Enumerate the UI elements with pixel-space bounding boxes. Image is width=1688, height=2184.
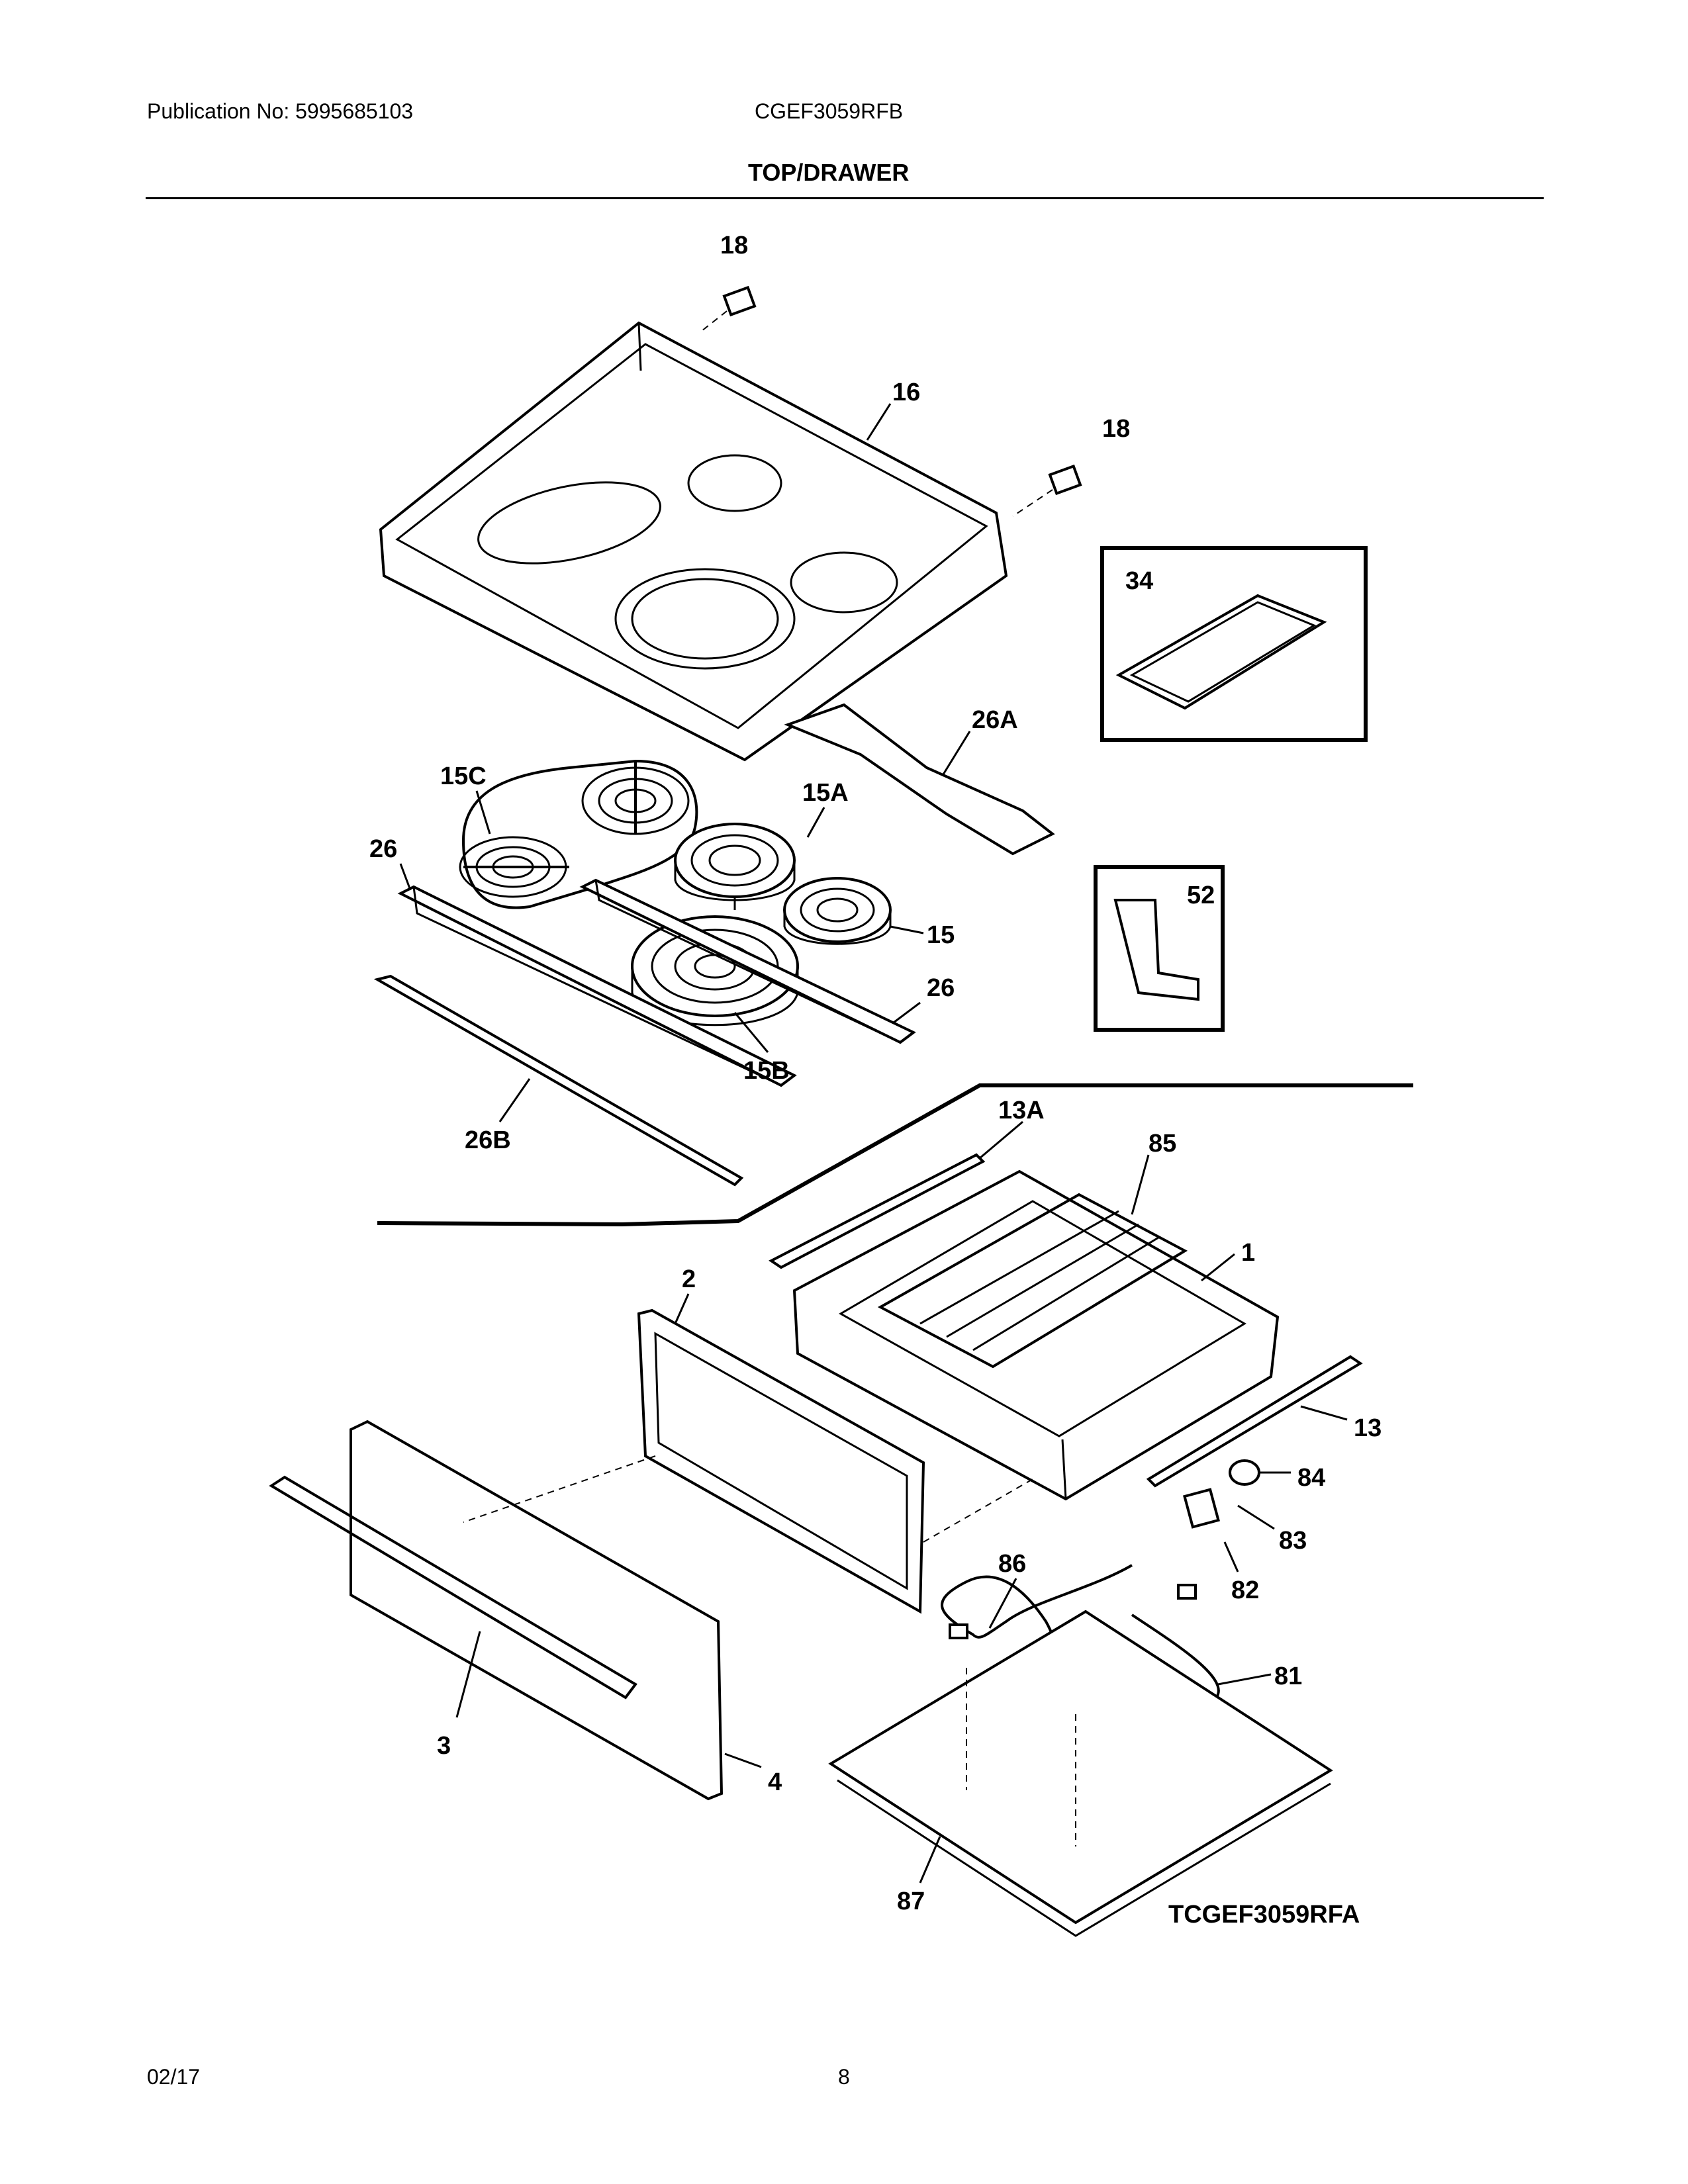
footer-date: 02/17 — [147, 2065, 201, 2089]
lamp-bracket-part[interactable] — [1183, 1459, 1260, 1529]
label-13: 13 — [1354, 1414, 1382, 1442]
label-26-left: 26 — [369, 835, 397, 863]
griddle-accessory-part[interactable] — [1100, 546, 1368, 742]
section-title: TOP/DRAWER — [748, 159, 910, 186]
label-1: 1 — [1241, 1239, 1255, 1267]
label-4: 4 — [768, 1768, 782, 1796]
label-15a: 15A — [802, 779, 849, 807]
model-number: CGEF3059RFB — [755, 99, 904, 123]
publication-number: Publication No: 5995685103 — [147, 99, 414, 123]
bracket-top-part[interactable] — [701, 285, 757, 332]
guide-line — [923, 1479, 1033, 1543]
drawer-rack-part[interactable] — [877, 1193, 1188, 1369]
bracket-right-part[interactable] — [1012, 464, 1082, 517]
label-83: 83 — [1279, 1527, 1307, 1555]
rail-26-right-part[interactable] — [579, 878, 916, 1044]
label-3: 3 — [437, 1732, 451, 1760]
label-26b: 26B — [465, 1126, 511, 1154]
diagram-id: TCGEF3059RFA — [1168, 1901, 1360, 1929]
label-16: 16 — [892, 379, 920, 406]
label-15c: 15C — [440, 762, 487, 790]
label-84: 84 — [1297, 1464, 1325, 1492]
label-15b: 15B — [743, 1057, 790, 1085]
element-15c-part[interactable] — [459, 759, 698, 909]
drawer-tray-part[interactable] — [828, 1610, 1333, 1937]
label-86: 86 — [998, 1550, 1026, 1578]
cooktop-glass-part[interactable] — [379, 321, 1008, 762]
label-26-right: 26 — [927, 974, 955, 1002]
drawer-front-panel-part[interactable] — [350, 1420, 724, 1801]
footer-page-number: 8 — [838, 2065, 850, 2089]
element-15a-part[interactable] — [674, 823, 796, 910]
label-82: 82 — [1231, 1576, 1259, 1604]
slide-13a-part[interactable] — [769, 1153, 986, 1269]
drawer-inner-panel-part[interactable] — [637, 1308, 925, 1614]
drawer-body-part[interactable] — [792, 1169, 1280, 1501]
leader-lines — [399, 403, 1348, 1884]
label-52: 52 — [1187, 882, 1215, 909]
label-18-top: 18 — [720, 232, 748, 259]
bracket-26a-part[interactable] — [784, 703, 1055, 856]
label-26a: 26A — [972, 706, 1018, 734]
label-18-right: 18 — [1102, 415, 1130, 443]
label-2: 2 — [682, 1265, 696, 1293]
drawer-handle-part[interactable] — [269, 1475, 637, 1700]
label-87: 87 — [897, 1888, 925, 1915]
element-15-part[interactable] — [783, 877, 892, 945]
label-13a: 13A — [998, 1097, 1045, 1124]
label-85: 85 — [1149, 1130, 1176, 1158]
section-divider — [377, 1083, 1413, 1227]
element-15b-part[interactable] — [631, 915, 799, 1026]
slide-13-part[interactable] — [1146, 1355, 1363, 1488]
header-rule — [146, 197, 1544, 199]
label-15: 15 — [927, 921, 955, 949]
label-81: 81 — [1274, 1662, 1302, 1690]
knob-insert-accessory-part[interactable] — [1094, 865, 1225, 1032]
label-34: 34 — [1125, 567, 1153, 595]
strip-26b-part[interactable] — [373, 974, 744, 1187]
guide-line — [463, 1455, 656, 1523]
